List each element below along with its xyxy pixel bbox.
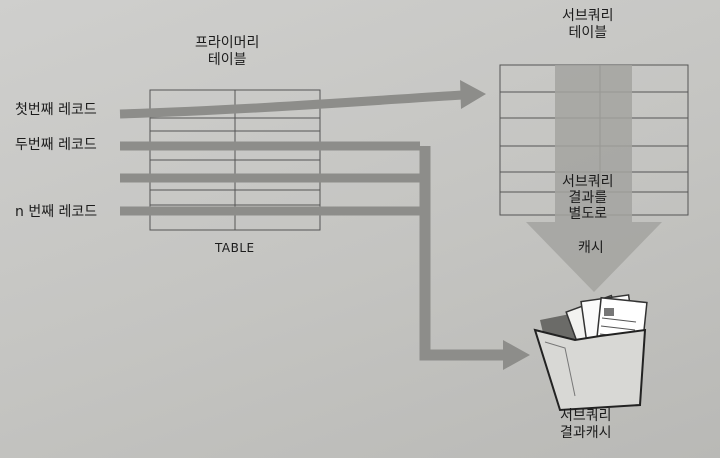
- table-caption: TABLE: [215, 241, 255, 255]
- folder-icon: [533, 294, 648, 412]
- first-record-label: 첫번째 레코드: [15, 102, 97, 118]
- second-record-label: 두번째 레코드: [15, 137, 97, 153]
- cache-down-arrow: [526, 65, 662, 292]
- subquery-table-title: 서브쿼리 테이블: [562, 8, 614, 42]
- subquery-table-title-line2: 테이블: [568, 25, 608, 41]
- result-cache-arrowhead: [503, 340, 530, 370]
- nth-record-label: n 번째 레코드: [15, 204, 98, 220]
- result-cache-label: 서브쿼리 결과캐시: [560, 408, 612, 442]
- cache-arrow-line1: 서브쿼리: [562, 174, 614, 190]
- result-cache-line1: 서브쿼리: [560, 408, 612, 424]
- result-cache-path: [419, 146, 505, 361]
- primary-table-title-line2: 테이블: [207, 52, 247, 68]
- cache-arrow-line2: 결과를: [568, 190, 608, 206]
- record-flow-arrows: [119, 90, 505, 361]
- result-cache-line2: 결과캐시: [560, 425, 612, 441]
- cache-arrow-line3: 별도로: [568, 206, 608, 222]
- primary-table-title-line1: 프라이머리: [195, 35, 260, 51]
- cache-arrow-word: 캐시: [578, 240, 604, 256]
- first-record-arrow: [119, 90, 463, 119]
- primary-table-title: 프라이머리 테이블: [195, 35, 259, 69]
- first-record-arrowhead: [460, 80, 486, 109]
- subquery-table-title-line1: 서브쿼리: [562, 8, 614, 24]
- cache-arrow-label: 서브쿼리 결과를 별도로: [562, 174, 614, 222]
